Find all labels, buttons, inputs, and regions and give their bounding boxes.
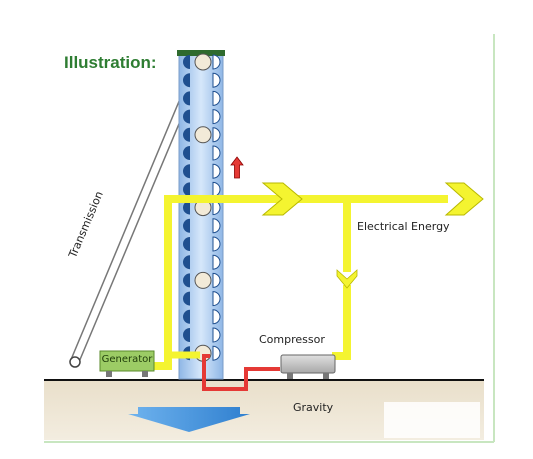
float-empty: [212, 72, 221, 88]
pulley-wheel: [194, 53, 212, 71]
float-filled: [183, 164, 190, 179]
float-empty: [212, 236, 221, 252]
float-empty: [212, 254, 221, 270]
gravity-label: Gravity: [293, 401, 334, 414]
float-filled: [183, 127, 190, 142]
float-filled: [183, 55, 190, 69]
chevron-right-icon: [444, 182, 484, 216]
ground: [44, 379, 484, 440]
diagram-title: Illustration:: [64, 53, 157, 72]
float-empty: [212, 291, 221, 307]
gravity-arrow: [128, 407, 250, 432]
float-column: [183, 53, 221, 362]
compressor-label: Compressor: [259, 333, 325, 346]
float-filled: [183, 237, 190, 251]
float-filled: [183, 200, 190, 215]
pressure-line: [202, 354, 280, 391]
float-empty: [212, 163, 221, 179]
float-filled: [183, 309, 190, 324]
float-filled: [183, 328, 190, 342]
float-filled: [183, 273, 190, 288]
float-empty: [212, 309, 221, 325]
float-empty: [212, 327, 221, 343]
float-tower: [177, 50, 225, 380]
float-empty: [212, 90, 221, 106]
up-arrow-icon: [230, 156, 244, 179]
float-empty: [212, 109, 221, 125]
pulley-wheel: [194, 271, 212, 289]
float-empty: [212, 127, 221, 143]
compressor: [280, 354, 336, 379]
float-filled: [183, 109, 190, 124]
float-filled: [183, 218, 190, 233]
float-empty: [212, 54, 221, 70]
chevron-down-icon: [336, 269, 358, 289]
float-filled: [183, 91, 190, 106]
float-empty: [212, 218, 221, 234]
chevron-right-icon: [261, 182, 303, 216]
pulley-wheel: [194, 126, 212, 144]
float-empty: [212, 345, 221, 361]
float-filled: [183, 255, 190, 270]
float-filled: [183, 146, 190, 160]
electrical-energy-label: Electrical Energy: [357, 220, 450, 233]
float-empty: [212, 145, 221, 161]
float-filled: [183, 73, 190, 88]
generator-label: Generator: [101, 354, 153, 365]
float-filled: [183, 182, 190, 197]
generator: [99, 350, 155, 377]
float-filled: [183, 291, 190, 306]
float-empty: [212, 272, 221, 288]
